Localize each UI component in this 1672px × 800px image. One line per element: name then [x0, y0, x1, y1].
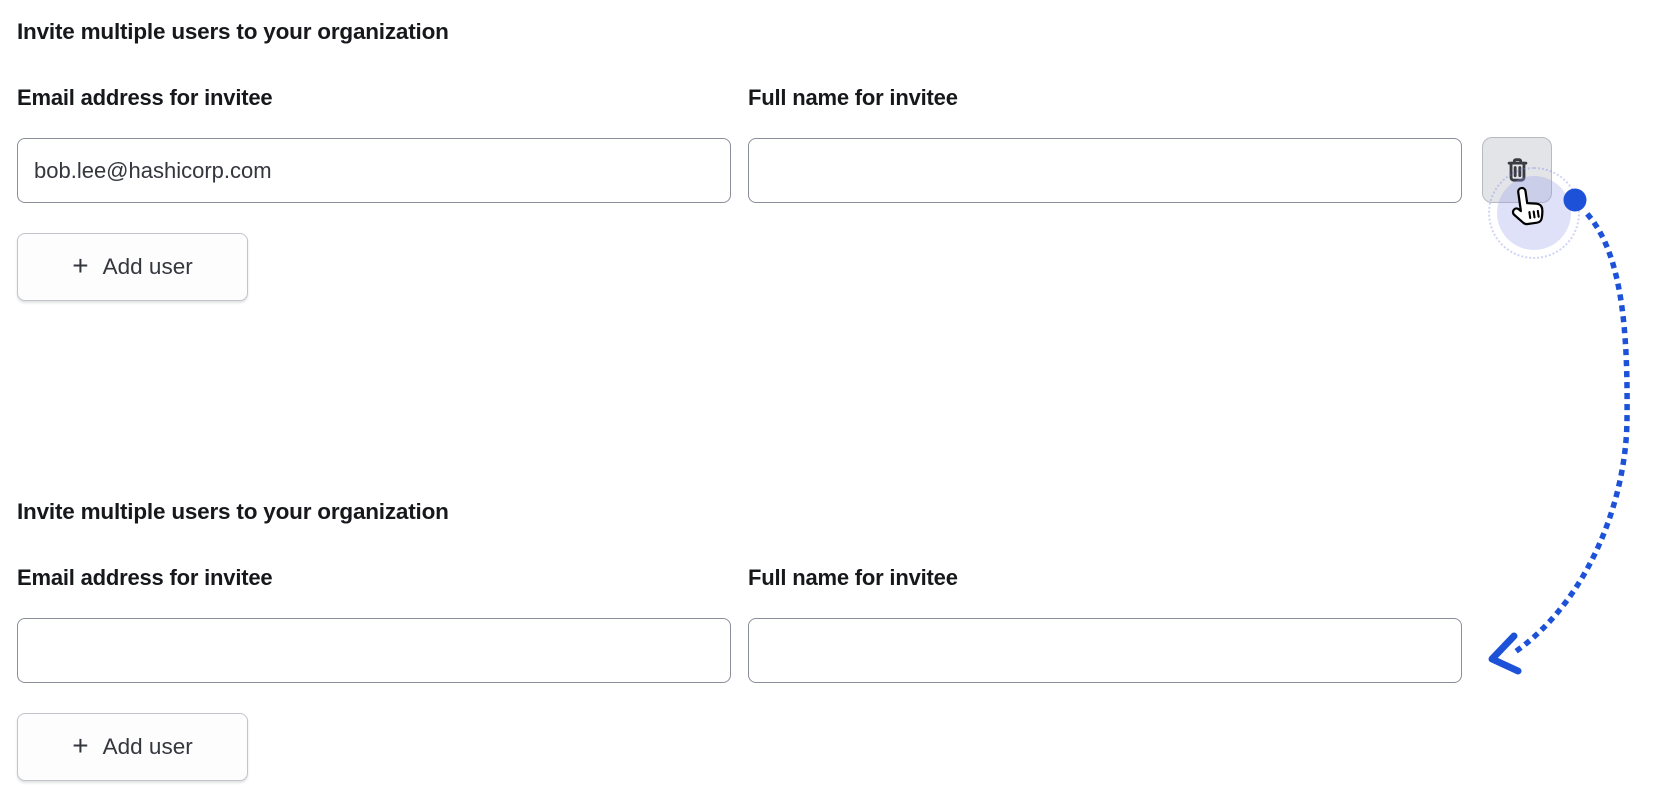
- add-user-label: Add user: [102, 254, 193, 279]
- email-input[interactable]: [17, 618, 731, 683]
- form-heading: Invite multiple users to your organizati…: [17, 19, 449, 44]
- trash-icon: [1507, 157, 1527, 182]
- form-heading: Invite multiple users to your organizati…: [17, 499, 449, 524]
- plus-icon: +: [72, 249, 89, 281]
- delete-row-button[interactable]: [1482, 137, 1552, 203]
- fullname-input[interactable]: [748, 618, 1462, 683]
- add-user-label: Add user: [102, 734, 193, 759]
- add-user-button[interactable]: + Add user: [17, 233, 248, 301]
- fullname-input[interactable]: [748, 138, 1462, 203]
- fullname-label: Full name for invitee: [748, 85, 958, 110]
- email-label: Email address for invitee: [17, 565, 273, 590]
- invite-form-before: Invite multiple users to your organizati…: [0, 0, 1672, 375]
- invite-form-after: Invite multiple users to your organizati…: [0, 480, 1672, 800]
- email-label: Email address for invitee: [17, 85, 273, 110]
- fullname-label: Full name for invitee: [748, 565, 958, 590]
- email-input[interactable]: [17, 138, 731, 203]
- plus-icon: +: [72, 729, 89, 761]
- add-user-button[interactable]: + Add user: [17, 713, 248, 781]
